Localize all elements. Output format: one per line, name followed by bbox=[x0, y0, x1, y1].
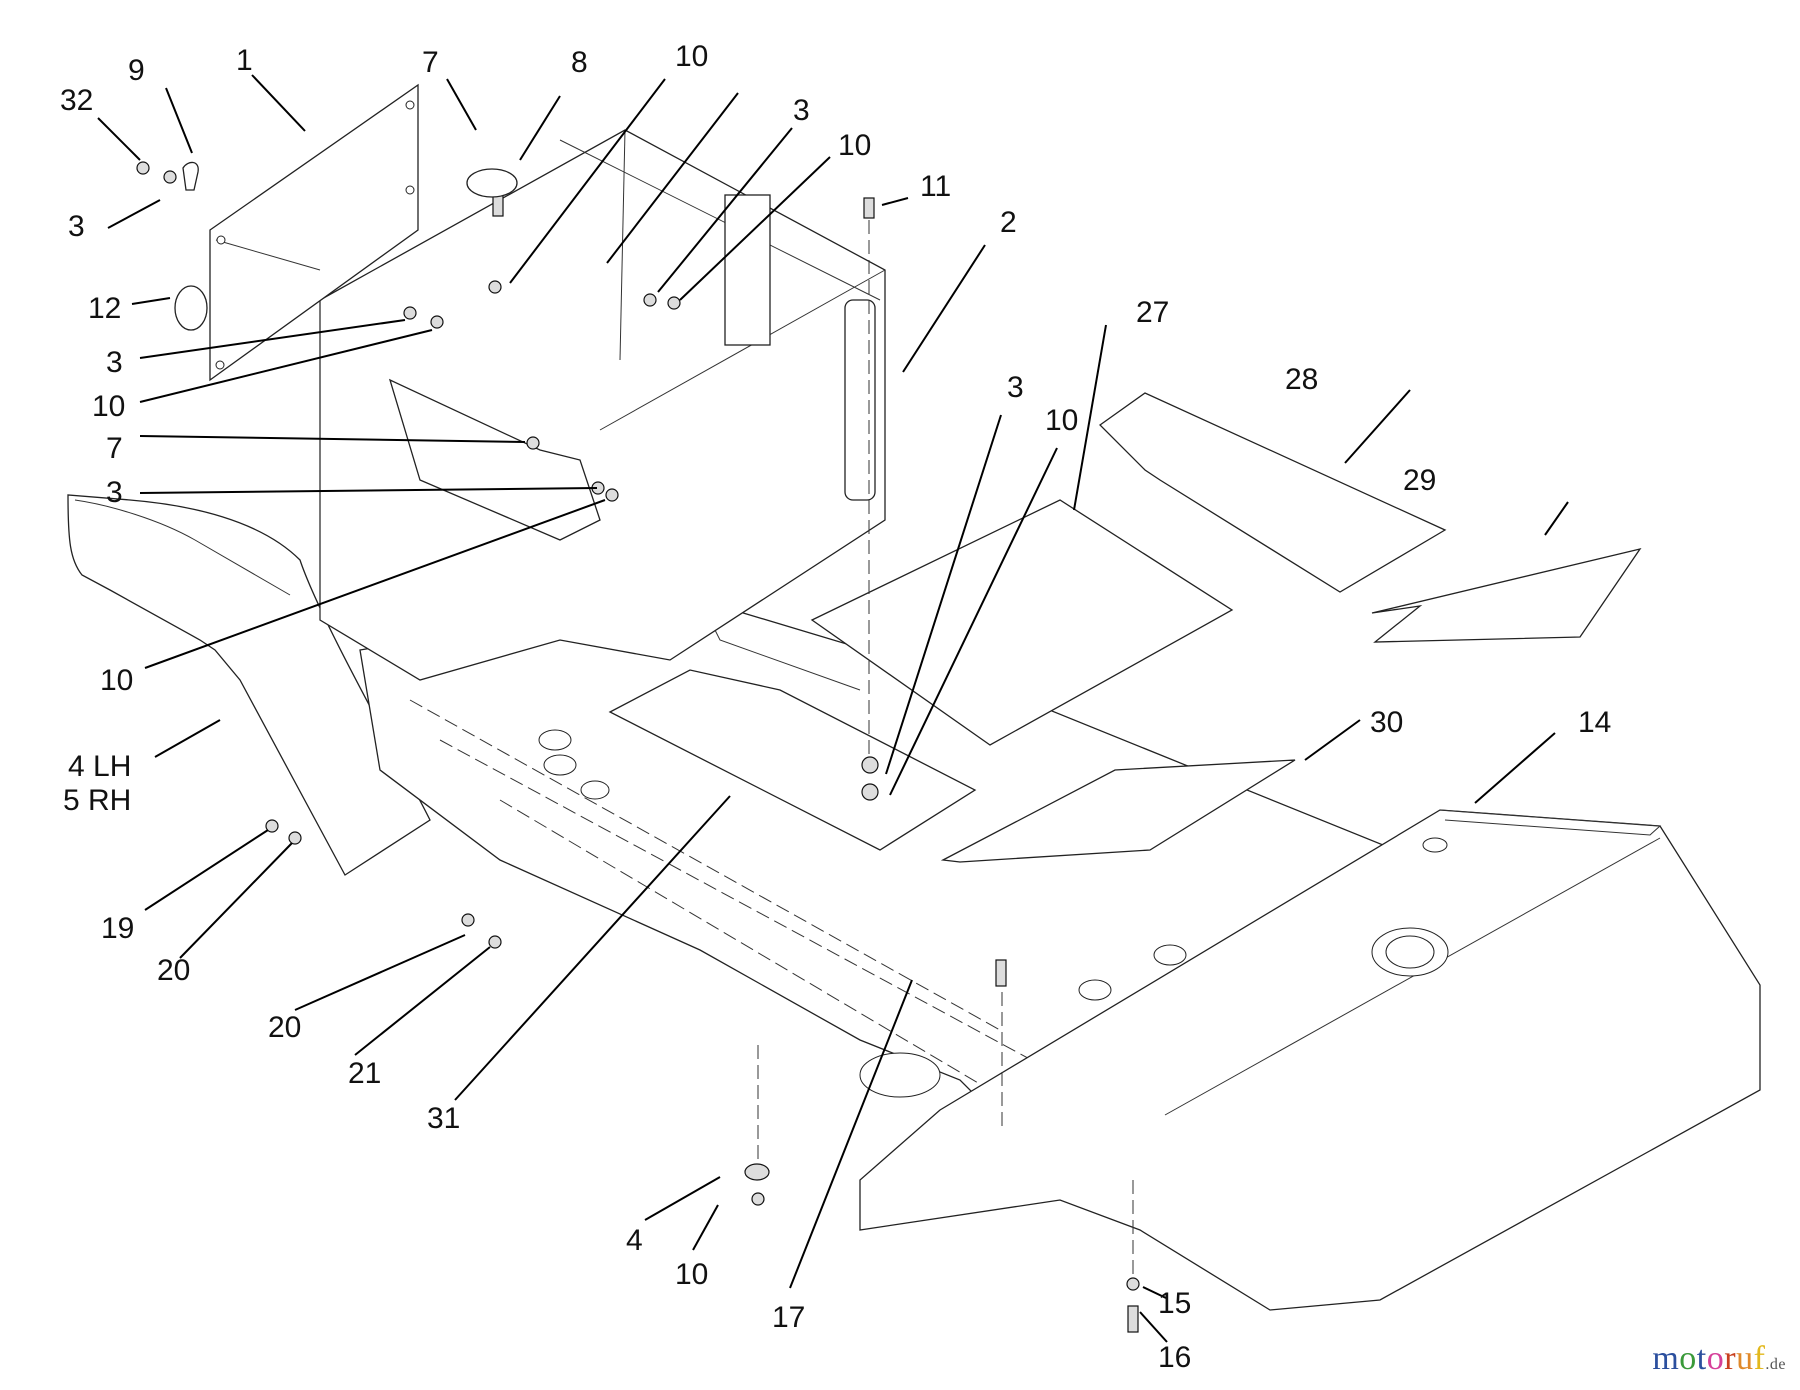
callout-28: 28 bbox=[1285, 363, 1318, 396]
callout-3: 3 bbox=[68, 210, 85, 243]
callout-10: 10 bbox=[1045, 404, 1078, 437]
callout-32: 32 bbox=[60, 84, 93, 117]
mat-31 bbox=[608, 669, 977, 851]
mat-29 bbox=[1371, 547, 1642, 643]
callout-19: 19 bbox=[101, 912, 134, 945]
logo-letter: u bbox=[1736, 1340, 1754, 1377]
callout-7: 7 bbox=[106, 432, 123, 465]
mat-27 bbox=[810, 499, 1234, 746]
callout-10: 10 bbox=[675, 40, 708, 73]
callout-5-rh: 5 RH bbox=[63, 784, 131, 817]
callout-9: 9 bbox=[128, 54, 145, 87]
callout-7: 7 bbox=[422, 46, 439, 79]
callout-3: 3 bbox=[106, 346, 123, 379]
logo-letter: r bbox=[1724, 1340, 1737, 1377]
logo-letter: t bbox=[1696, 1340, 1707, 1377]
callout-21: 21 bbox=[348, 1057, 381, 1090]
callout-3: 3 bbox=[793, 94, 810, 127]
callout-4: 4 bbox=[626, 1224, 643, 1257]
callout-3: 3 bbox=[1007, 371, 1024, 404]
callout-30: 30 bbox=[1370, 706, 1403, 739]
callout-31: 31 bbox=[427, 1102, 460, 1135]
callout-2: 2 bbox=[1000, 206, 1017, 239]
mat-28 bbox=[1098, 392, 1447, 593]
mat-30 bbox=[940, 759, 1296, 863]
callout-27: 27 bbox=[1136, 296, 1169, 329]
left-fender bbox=[67, 494, 431, 876]
callout-3: 3 bbox=[106, 476, 123, 509]
callout-10: 10 bbox=[838, 129, 871, 162]
callout-8: 8 bbox=[571, 46, 588, 79]
callout-12: 12 bbox=[88, 292, 121, 325]
callout-20: 20 bbox=[268, 1011, 301, 1044]
logo-letter: m bbox=[1652, 1340, 1680, 1377]
assembly-lines bbox=[757, 220, 1134, 1280]
grommet-12 bbox=[174, 285, 208, 331]
callout-15: 15 bbox=[1158, 1287, 1191, 1320]
callout-17: 17 bbox=[772, 1301, 805, 1334]
bolt-17 bbox=[995, 959, 1007, 987]
floor-mats bbox=[608, 392, 1642, 863]
callout-4-lh: 4 LH bbox=[68, 750, 131, 783]
bolt-32 bbox=[136, 161, 150, 175]
callout-14: 14 bbox=[1578, 706, 1611, 739]
callout-29: 29 bbox=[1403, 464, 1436, 497]
bolt-11 bbox=[863, 197, 875, 219]
callout-10: 10 bbox=[92, 390, 125, 423]
logo-letter: o bbox=[1679, 1340, 1697, 1377]
spacer-8 bbox=[466, 168, 518, 198]
callout-1: 1 bbox=[236, 44, 253, 77]
callout-10: 10 bbox=[675, 1258, 708, 1291]
callout-labels: 32 9 1 7 8 10 3 10 11 2 3 12 3 10 7 3 10… bbox=[60, 40, 1611, 1374]
logo-letter: f bbox=[1753, 1340, 1766, 1377]
right-fender-14 bbox=[859, 809, 1761, 1311]
logo-letter: o bbox=[1706, 1340, 1725, 1377]
panel-1 bbox=[209, 83, 419, 382]
motoruf-watermark-logo: motoruf.de bbox=[1652, 1340, 1786, 1378]
callout-10: 10 bbox=[100, 664, 133, 697]
clamp-9 bbox=[182, 161, 199, 191]
logo-tld: .de bbox=[1765, 1356, 1786, 1373]
seat-frame bbox=[319, 129, 886, 681]
callout-11: 11 bbox=[920, 170, 951, 203]
callout-16: 16 bbox=[1158, 1341, 1191, 1374]
hardware bbox=[136, 161, 1140, 1333]
leader-lines bbox=[97, 74, 1569, 1343]
callout-20: 20 bbox=[157, 954, 190, 987]
washer-3 bbox=[163, 170, 177, 184]
